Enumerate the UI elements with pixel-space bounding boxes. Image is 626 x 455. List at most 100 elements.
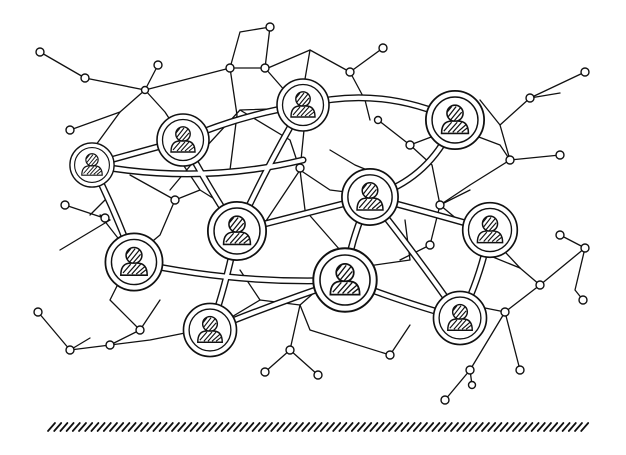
ground-hatch-stroke — [518, 422, 528, 432]
ground-hatch-stroke — [431, 422, 441, 432]
ground-hatch-stroke — [146, 422, 156, 432]
ground-hatch-stroke — [406, 422, 416, 432]
person-avatar-icon — [105, 233, 162, 290]
ground-hatch-stroke — [437, 422, 447, 432]
ground-hatch-stroke — [412, 422, 422, 432]
ground-hatch-stroke — [102, 422, 112, 432]
ground-hatch-stroke — [202, 422, 211, 432]
ground-hatch-stroke — [47, 422, 56, 432]
ground-hatch-stroke — [313, 422, 323, 432]
person-avatar-icon — [426, 91, 484, 149]
ground-hatch-stroke — [195, 422, 205, 432]
ground-hatch-stroke — [183, 422, 193, 432]
ground-hatch-stroke — [84, 422, 94, 432]
ground-hatch-stroke — [481, 422, 490, 432]
ground-hatch-stroke — [78, 422, 87, 432]
ground-hatch-stroke — [109, 422, 118, 432]
ground-hatch-stroke — [276, 422, 286, 432]
ground-hatch-stroke — [127, 422, 137, 432]
ground-hatch-stroke — [133, 422, 143, 432]
ground-hatch-stroke — [319, 422, 329, 432]
ground-hatch-stroke — [53, 422, 63, 432]
person-avatar-icon — [183, 303, 236, 356]
ground-hatch-stroke — [394, 422, 404, 432]
ground-hatch-stroke — [474, 422, 484, 432]
ground-hatch-stroke — [326, 422, 335, 432]
ground-hatch-stroke — [264, 422, 273, 432]
ground-hatch-stroke — [363, 422, 373, 432]
ground-hatch-stroke — [90, 422, 100, 432]
ground-hatch-stroke — [425, 422, 435, 432]
ground-hatch-stroke — [257, 422, 267, 432]
ground-hatch-stroke — [288, 422, 298, 432]
ground-hatch-stroke — [499, 422, 509, 432]
ground-hatch-stroke — [338, 422, 348, 432]
person-avatar-icon — [70, 143, 114, 187]
ground-hatch-stroke — [65, 422, 75, 432]
ground-hatch-stroke — [388, 422, 397, 432]
ground-hatch-stroke — [245, 422, 255, 432]
ground-hatch-stroke — [96, 422, 106, 432]
ground-hatch-stroke — [251, 422, 261, 432]
ground-hatch-stroke — [270, 422, 280, 432]
ground-hatch-stroke — [189, 422, 199, 432]
ground-hatch-stroke — [574, 422, 583, 432]
ground-hatch-stroke — [295, 422, 304, 432]
ground-hatch-stroke — [233, 422, 242, 432]
ground-hatch-stroke — [357, 422, 366, 432]
person-avatar-icon — [208, 202, 266, 260]
person-avatar-icon — [342, 169, 398, 225]
ground-hatch-stroke — [375, 422, 385, 432]
ground-hatch-stroke — [344, 422, 354, 432]
ground-hatch-stroke — [239, 422, 249, 432]
ground-hatch-stroke — [115, 422, 125, 432]
person-avatar-icon — [463, 203, 518, 258]
ground-hatch-stroke — [214, 422, 224, 432]
ground-hatch-stroke — [208, 422, 218, 432]
ground-hatch-stroke — [220, 422, 230, 432]
ground-hatch-stroke — [381, 422, 391, 432]
ground-hatch-stroke — [549, 422, 559, 432]
ground-hatch-stroke — [443, 422, 453, 432]
ground-hatch-stroke — [462, 422, 472, 432]
ground-hatch-stroke — [121, 422, 131, 432]
ground-hatch-stroke — [505, 422, 515, 432]
ground-hatch-stroke — [164, 422, 174, 432]
ground-hatch-stroke — [158, 422, 168, 432]
ground-hatch-stroke — [400, 422, 410, 432]
person-avatar-icon — [157, 114, 209, 166]
ground-hatch-stroke — [450, 422, 459, 432]
ground-hatch-stroke — [536, 422, 546, 432]
ground-hatch-stroke — [226, 422, 236, 432]
ground-hatch-stroke — [171, 422, 180, 432]
ground-hatch-stroke — [307, 422, 317, 432]
ground-hatch-stroke — [419, 422, 428, 432]
network-junction-dots — [33, 22, 590, 405]
ground-hatch-stroke — [493, 422, 503, 432]
person-avatar-icon — [433, 291, 486, 344]
ground-hatch-stroke — [555, 422, 565, 432]
ground-hatch-stroke — [456, 422, 466, 432]
ground-hatch-stroke — [468, 422, 478, 432]
ground-hatch-stroke — [561, 422, 571, 432]
ground-hatch-stroke — [152, 422, 162, 432]
ground-hatching — [47, 422, 590, 432]
ground-hatch-stroke — [350, 422, 360, 432]
ground-hatch-stroke — [524, 422, 534, 432]
ground-hatch-stroke — [530, 422, 540, 432]
person-avatar-icon — [277, 79, 329, 131]
ground-hatch-stroke — [580, 422, 590, 432]
ground-hatch-stroke — [487, 422, 497, 432]
ground-hatch-stroke — [332, 422, 342, 432]
ground-hatch-stroke — [282, 422, 292, 432]
ground-hatch-stroke — [177, 422, 187, 432]
ground-hatch-stroke — [567, 422, 577, 432]
ground-hatch-stroke — [543, 422, 552, 432]
ground-hatch-stroke — [59, 422, 69, 432]
ground-hatch-stroke — [140, 422, 149, 432]
ground-hatch-stroke — [301, 422, 311, 432]
ground-hatch-stroke — [512, 422, 521, 432]
person-avatar-icon — [313, 248, 376, 311]
ground-hatch-stroke — [71, 422, 81, 432]
